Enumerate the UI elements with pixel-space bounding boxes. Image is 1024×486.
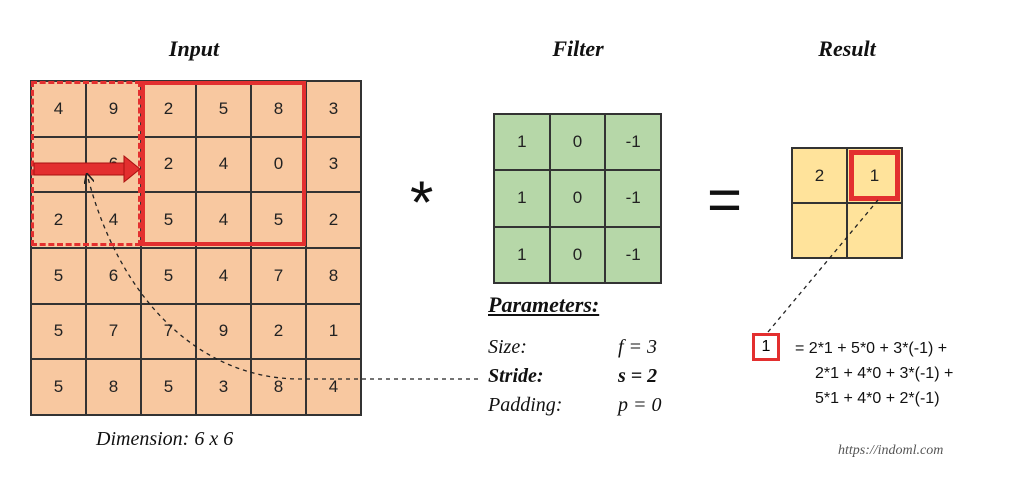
result-title: Result [818,36,876,61]
formula-line-1: = 2*1 + 5*0 + 3*(-1) + [795,340,948,357]
parameters-heading: Parameters: [488,292,600,317]
input-cell-0-3: 5 [196,81,251,137]
input-cell-3-1: 6 [86,248,141,304]
input-cell-3-2: 5 [141,248,196,304]
result-value-box: 1 [752,333,780,361]
equals-operator: = [707,166,743,233]
previous-window-dashed [31,81,141,246]
formula: = 2*1 + 5*0 + 3*(-1) + 2*1 + 4*0 + 3*(-1… [795,336,953,411]
stride-curve-connector [88,178,478,380]
input-cell-5-0: 5 [31,359,86,415]
size-label: Size: [488,336,527,358]
result-cell-1-0 [792,203,847,258]
input-cell-3-0: 5 [31,248,86,304]
filter-cell-0-2: -1 [605,114,661,171]
stride-arrow-head [123,154,141,184]
stride-arrow-shaft [33,162,127,176]
filter-cell-0-0: 1 [494,114,550,171]
result-cell-0-1: 1 [847,148,902,203]
input-cell-3-4: 7 [251,248,306,304]
formula-line-3: 5*1 + 4*0 + 2*(-1) [815,390,940,407]
filter-cell-2-1: 0 [549,226,606,283]
formula-line-2: 2*1 + 4*0 + 3*(-1) + [815,365,954,382]
result-cell-0-0: 2 [792,148,847,203]
input-cell-3-5: 8 [306,248,361,304]
result-cell-1-1 [847,203,902,258]
input-cell-5-5: 4 [306,359,361,415]
filter-cell-1-0: 1 [494,170,550,227]
input-cell-4-3: 9 [196,303,251,360]
input-cell-0-4: 8 [251,81,306,137]
input-cell-5-3: 3 [196,359,251,415]
input-cell-5-1: 8 [86,359,141,415]
filter-cell-1-1: 0 [549,170,606,227]
input-cell-2-3: 4 [196,192,251,248]
padding-value: p = 0 [618,394,662,416]
stride-value: s = 2 [618,365,658,387]
source-url: https://indoml.com [838,443,944,458]
input-cell-4-1: 7 [86,303,141,360]
input-cell-1-3: 4 [196,136,251,193]
input-cell-2-2: 5 [141,192,196,248]
filter-cell-2-0: 1 [494,226,550,283]
filter-title: Filter [552,36,604,61]
input-cell-4-0: 5 [31,303,86,360]
input-title: Input [168,36,220,61]
input-cell-2-4: 5 [251,192,306,248]
dimension-caption: Dimension: 6 x 6 [96,428,234,450]
input-cell-4-4: 2 [251,303,306,360]
convolution-operator: * [410,169,434,236]
input-cell-0-5: 3 [306,81,361,137]
stride-label: Stride: [488,365,544,387]
input-cell-5-2: 5 [141,359,196,415]
input-cell-2-5: 2 [306,192,361,248]
current-window-highlight [141,81,306,246]
filter-cell-2-2: -1 [605,226,661,283]
input-cell-1-2: 2 [141,136,196,193]
input-cell-5-4: 8 [251,359,306,415]
result-connector [767,199,879,333]
input-cell-4-5: 1 [306,303,361,360]
input-cell-1-5: 3 [306,136,361,193]
input-cell-4-2: 7 [141,303,196,360]
input-cell-3-3: 4 [196,248,251,304]
padding-label: Padding: [488,394,563,416]
filter-cell-1-2: -1 [605,170,661,227]
size-value: f = 3 [618,336,658,358]
filter-cell-0-1: 0 [549,114,606,171]
